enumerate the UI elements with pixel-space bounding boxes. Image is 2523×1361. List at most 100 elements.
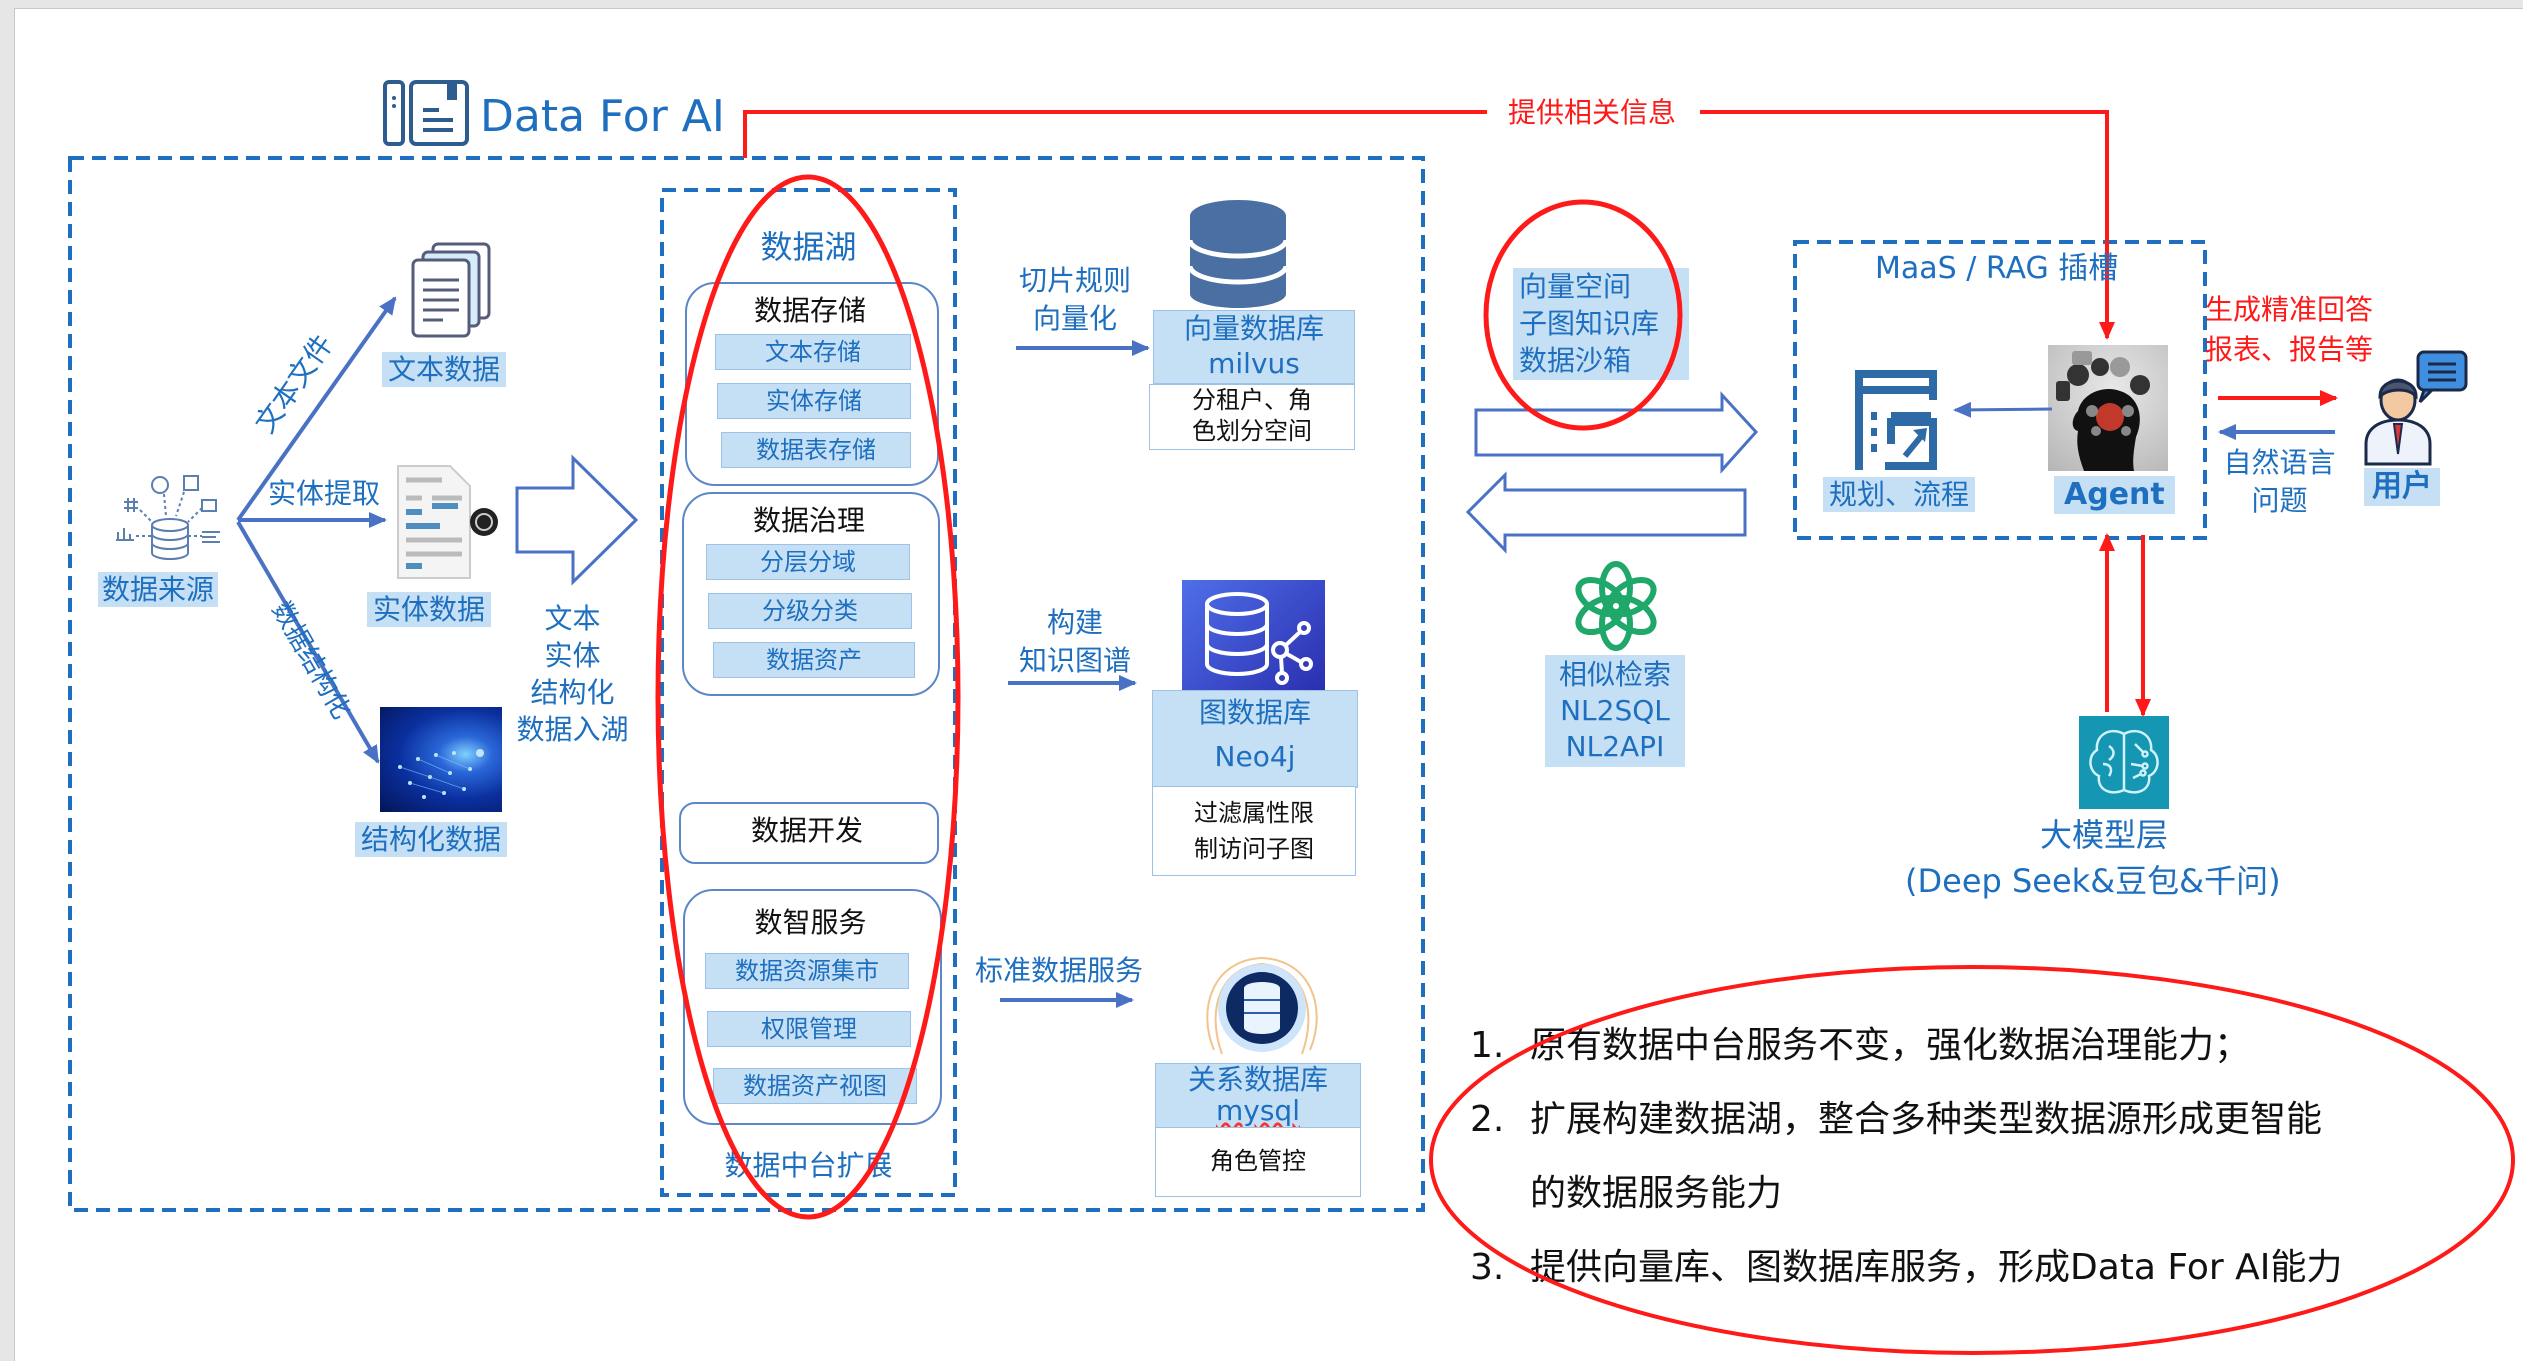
edge-label-standard-service: 标准数据服务 <box>975 954 1144 987</box>
text-data-label: 文本数据 <box>382 352 507 388</box>
feedback-connector <box>743 110 1487 158</box>
lake-item: 权限管理 <box>707 1011 911 1047</box>
summary-item-text: 原有数据中台服务不变，强化数据治理能力； <box>1530 1025 2251 1066</box>
summary-item-text: 扩展构建数据湖，整合多种类型数据源形成更智能 <box>1530 1099 2323 1140</box>
arrow-to-maas <box>1474 391 1759 474</box>
vector-db-name-box: 向量数据库 milvus <box>1153 310 1355 384</box>
answer-label-line: 生成精准回答 <box>2205 293 2374 326</box>
summary-item-text: 提供向量库、图数据库服务，形成Data For AI能力 <box>1530 1247 2343 1288</box>
summary-item: 3. 提供向量库、图数据库服务，形成Data For AI能力 <box>1470 1246 2342 1290</box>
agent-label: Agent <box>2054 476 2175 514</box>
edge-label-knowledge-graph: 构建 知识图谱 <box>1000 604 1150 680</box>
data-source-label: 数据来源 <box>98 572 219 608</box>
ingest-label: 文本 实体 结构化 数据入湖 <box>505 600 640 748</box>
edge-label-line: 知识图谱 <box>1018 644 1131 677</box>
data-lake-title: 数据湖 <box>760 228 857 266</box>
agent-image <box>2048 345 2168 471</box>
edge-label-line: 切片规则 <box>1018 264 1131 297</box>
relational-db-desc-line: 角色管控 <box>1210 1147 1306 1175</box>
ingest-line: 数据入湖 <box>516 713 629 746</box>
edge-label-line: 向量化 <box>1032 302 1117 335</box>
summary-item-number: 1. <box>1470 1025 1505 1066</box>
ingest-line: 实体 <box>544 639 601 672</box>
graph-db-desc-line: 制访问子图 <box>1194 835 1314 863</box>
planning-flow-label: 规划、流程 <box>1823 477 1976 513</box>
documents-icon <box>405 240 495 340</box>
vector-db-desc-box: 分租户、角 色划分空间 <box>1149 384 1355 450</box>
network-globe-image <box>380 707 502 812</box>
data-lake-footer: 数据中台扩展 <box>724 1149 893 1182</box>
user-avatar-icon <box>2358 350 2468 468</box>
title-logo-icon <box>383 80 471 146</box>
answer-label-line: 报表、报告等 <box>2205 333 2374 366</box>
ingest-line: 结构化 <box>530 676 615 709</box>
group-title: 数据开发 <box>750 814 863 847</box>
relational-db-desc-box: 角色管控 <box>1155 1127 1361 1197</box>
relational-db-name: 关系数据库 <box>1187 1063 1328 1096</box>
context-line: 子图知识库 <box>1519 307 1660 340</box>
edge-label-line: 构建 <box>1046 606 1103 639</box>
lake-item: 分层分域 <box>706 544 910 580</box>
question-label-line: 问题 <box>2251 484 2308 517</box>
page-title: Data For AI <box>480 91 725 142</box>
user-label: 用户 <box>2364 468 2440 506</box>
context-line: 向量空间 <box>1519 270 1632 303</box>
graph-db-desc-box: 过滤属性限 制访问子图 <box>1152 786 1356 876</box>
maas-title: MaaS / RAG 插槽 <box>1875 251 2119 286</box>
llm-models: (Deep Seek&豆包&千问) <box>1905 862 2281 900</box>
group-title: 数智服务 <box>754 906 867 939</box>
feedback-label: 提供相关信息 <box>1500 97 1685 128</box>
context-box: 向量空间 子图知识库 数据沙箱 <box>1513 268 1689 380</box>
graph-db-name-box: 图数据库 Neo4j <box>1152 690 1358 788</box>
summary-item: 2. 扩展构建数据湖，整合多种类型数据源形成更智能 <box>1470 1098 2322 1142</box>
summary-item-number: 3. <box>1470 1247 1505 1288</box>
lake-item: 数据资产 <box>713 642 915 678</box>
vector-db-name: 向量数据库 <box>1183 312 1324 345</box>
question-label-line: 自然语言 <box>2223 446 2336 479</box>
entity-document-icon <box>392 462 502 582</box>
lake-item: 文本存储 <box>715 334 911 370</box>
arrow-to-structured-data <box>236 520 380 764</box>
ingest-line: 文本 <box>544 602 601 635</box>
retrieval-line: 相似检索 <box>1558 658 1671 691</box>
relational-database-icon <box>1192 950 1332 1060</box>
llm-title: 大模型层 <box>2040 816 2169 854</box>
openai-icon <box>1570 560 1662 652</box>
lake-item: 数据表存储 <box>721 432 911 468</box>
retrieval-line: NL2API <box>1565 730 1665 763</box>
planning-flow-icon <box>1855 370 1937 472</box>
graph-db-engine: Neo4j <box>1214 740 1296 773</box>
graph-db-name: 图数据库 <box>1198 696 1311 729</box>
vector-db-desc-line: 色划分空间 <box>1192 417 1312 445</box>
graph-database-icon <box>1182 580 1325 690</box>
lake-item: 分级分类 <box>708 593 912 629</box>
lake-item: 数据资产视图 <box>713 1068 917 1104</box>
maas-frame <box>1793 240 2207 540</box>
arrow-to-text-data <box>236 296 397 522</box>
vector-db-desc-line: 分租户、角 <box>1192 386 1312 414</box>
feedback-connector-right <box>1700 110 2115 340</box>
relational-db-name-box: 关系数据库 mysql <box>1155 1063 1361 1129</box>
summary-item-number: 2. <box>1470 1099 1505 1140</box>
edge-label-entity-extraction: 实体提取 <box>268 477 381 510</box>
lake-item: 数据资源集市 <box>705 953 909 989</box>
arrow-agent-to-planning <box>1953 401 2053 418</box>
summary-item-continuation: 的数据服务能力 <box>1530 1173 1783 1214</box>
structured-data-label: 结构化数据 <box>355 822 508 858</box>
lake-item: 实体存储 <box>717 383 911 419</box>
ingest-arrow <box>515 454 639 586</box>
context-line: 数据沙箱 <box>1519 344 1632 377</box>
retrieval-line: NL2SQL <box>1560 694 1670 727</box>
graph-db-desc-line: 过滤属性限 <box>1194 799 1314 827</box>
question-label: 自然语言 问题 <box>2212 444 2347 520</box>
arrow-from-maas <box>1465 471 1747 554</box>
database-icon <box>1187 198 1289 308</box>
summary-item: 1. 原有数据中台服务不变，强化数据治理能力； <box>1470 1024 2250 1068</box>
vector-db-engine: milvus <box>1208 347 1300 380</box>
retrieval-box: 相似检索 NL2SQL NL2API <box>1545 655 1685 767</box>
entity-data-label: 实体数据 <box>367 592 492 628</box>
relational-db-engine: mysql <box>1216 1094 1300 1127</box>
group-title: 数据治理 <box>752 504 865 537</box>
data-source-icon <box>110 470 230 565</box>
edge-label-vectorize: 切片规则 向量化 <box>1000 262 1150 338</box>
